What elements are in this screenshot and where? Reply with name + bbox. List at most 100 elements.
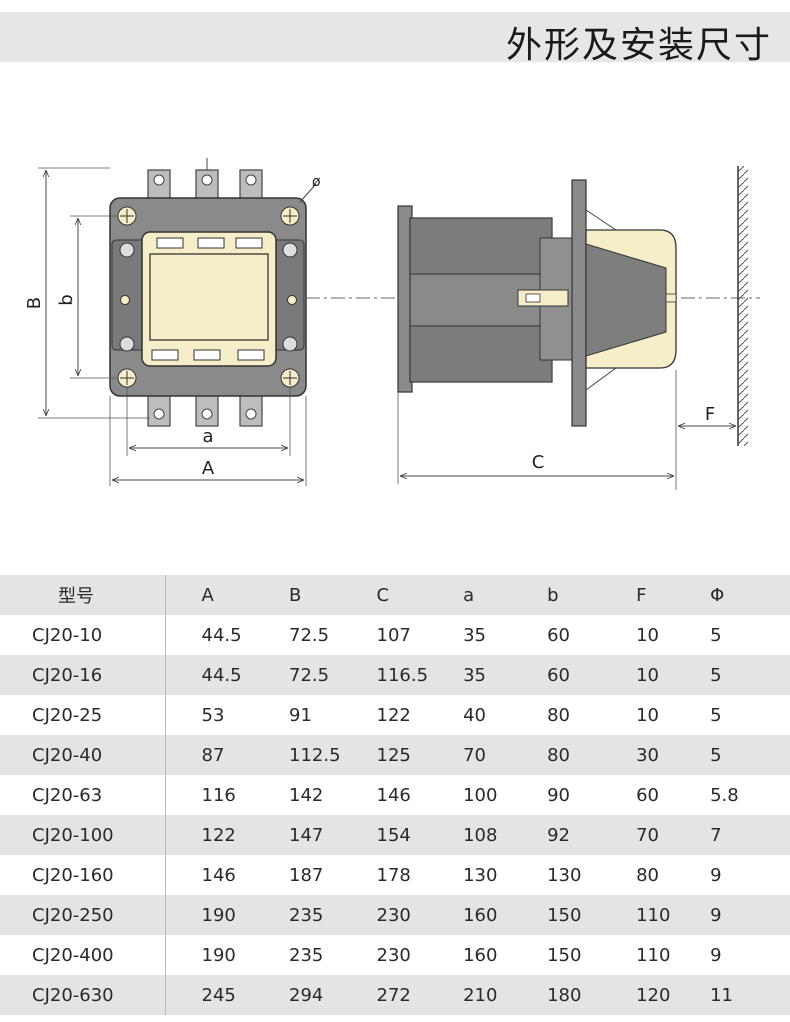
cell-model: CJ20-16 [0, 655, 166, 695]
cell-value: 107 [340, 615, 429, 655]
cell-model: CJ20-250 [0, 895, 166, 935]
cell-model: CJ20-100 [0, 815, 166, 855]
cell-value: 5 [675, 735, 790, 775]
cell-value: 125 [340, 735, 429, 775]
cell-value: 245 [165, 975, 252, 1015]
cell-value: 9 [675, 935, 790, 975]
cell-value: 150 [513, 935, 602, 975]
cell-value: 112.5 [252, 735, 341, 775]
cell-model: CJ20-10 [0, 615, 166, 655]
cell-value: 44.5 [165, 615, 252, 655]
cell-value: 130 [513, 855, 602, 895]
cell-value: 10 [601, 695, 676, 735]
title-bar: 外形及安装尺寸 [0, 12, 790, 66]
cell-value: 92 [513, 815, 602, 855]
cell-value: 110 [601, 895, 676, 935]
cell-value: 5.8 [675, 775, 790, 815]
cell-value: 80 [513, 735, 602, 775]
cell-model: CJ20-40 [0, 735, 166, 775]
cell-value: 5 [675, 615, 790, 655]
cell-value: 146 [165, 855, 252, 895]
cell-value: 53 [165, 695, 252, 735]
cell-value: 60 [513, 615, 602, 655]
cell-value: 70 [428, 735, 514, 775]
terminal-slots [151, 237, 265, 361]
label-C: C [532, 452, 545, 473]
label-B: B [24, 297, 45, 309]
cell-value: 116 [165, 775, 252, 815]
cell-value: 60 [601, 775, 676, 815]
cell-value: 150 [513, 895, 602, 935]
cell-value: 190 [165, 935, 252, 975]
label-b: b [56, 294, 77, 305]
cell-value: 10 [601, 655, 676, 695]
label-A: A [202, 458, 215, 479]
cell-value: 235 [252, 895, 341, 935]
cell-value: 108 [428, 815, 514, 855]
cell-model: CJ20-25 [0, 695, 166, 735]
cell-value: 235 [252, 935, 341, 975]
cell-value: 130 [428, 855, 514, 895]
table-header-row: 型号 A B C a b F Φ [0, 575, 790, 615]
cell-value: 178 [340, 855, 429, 895]
cell-value: 7 [675, 815, 790, 855]
cell-model: CJ20-63 [0, 775, 166, 815]
header-b: b [513, 575, 602, 615]
cell-value: 187 [252, 855, 341, 895]
cell-value: 5 [675, 655, 790, 695]
wall-hatch [738, 166, 748, 446]
cell-value: 110 [601, 935, 676, 975]
cell-value: 91 [252, 695, 341, 735]
cell-value: 90 [513, 775, 602, 815]
cell-value: 30 [601, 735, 676, 775]
cell-value: 72.5 [252, 655, 341, 695]
cell-value: 11 [675, 975, 790, 1015]
mounting-holes [117, 206, 300, 388]
cell-value: 210 [428, 975, 514, 1015]
cell-value: 72.5 [252, 615, 341, 655]
cell-value: 160 [428, 935, 514, 975]
cell-value: 116.5 [340, 655, 429, 695]
cell-value: 10 [601, 615, 676, 655]
header-a: a [428, 575, 514, 615]
cell-value: 230 [340, 935, 429, 975]
cell-value: 146 [340, 775, 429, 815]
header-A: A [165, 575, 252, 615]
cell-model: CJ20-630 [0, 975, 166, 1015]
cell-value: 35 [428, 615, 514, 655]
label-F: F [705, 404, 715, 425]
cell-value: 60 [513, 655, 602, 695]
header-B: B [252, 575, 341, 615]
page-title: 外形及安装尺寸 [505, 25, 772, 66]
label-a: a [202, 426, 213, 447]
bottom-terminals [147, 387, 263, 427]
header-model: 型号 [0, 575, 166, 615]
cell-value: 230 [340, 895, 429, 935]
top-terminals [147, 158, 263, 207]
dimension-drawing: ø B b a A [24, 158, 760, 490]
header-phi: Φ [675, 575, 790, 615]
front-view: ø B b a A [24, 158, 321, 486]
label-phi: ø [312, 174, 321, 190]
cell-value: 100 [428, 775, 514, 815]
cell-value: 190 [165, 895, 252, 935]
cell-value: 180 [513, 975, 602, 1015]
cell-model: CJ20-160 [0, 855, 166, 895]
cell-value: 87 [165, 735, 252, 775]
cell-value: 80 [513, 695, 602, 735]
cell-value: 122 [165, 815, 252, 855]
cell-value: 44.5 [165, 655, 252, 695]
cell-value: 40 [428, 695, 514, 735]
cell-model: CJ20-400 [0, 935, 166, 975]
cell-value: 70 [601, 815, 676, 855]
cell-value: 80 [601, 855, 676, 895]
side-view: F C [397, 166, 748, 490]
